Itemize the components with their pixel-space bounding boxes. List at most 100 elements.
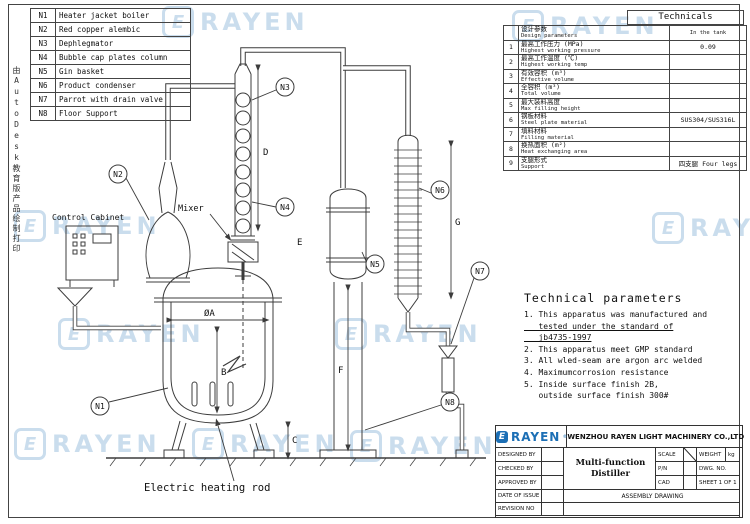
heater-jacket-boiler [154, 267, 282, 459]
dim-phi-a-label: ØA [204, 308, 215, 319]
weight-unit: kg [726, 448, 740, 462]
boiler-leg [171, 420, 187, 451]
technicals-header: 设计参数 Design parameters [518, 25, 670, 41]
part-id: N1 [30, 8, 56, 23]
revision-no-label: REVISION NO [496, 503, 542, 516]
dwg-no-label: DWG. NO. [697, 462, 740, 476]
revision-no-value [542, 503, 564, 516]
mixer-label: Mixer [178, 204, 204, 214]
note-line: 2. This apparatus meet GMP standard [524, 344, 693, 354]
ground-line [106, 457, 486, 467]
part-label: Floor Support [55, 106, 191, 121]
part-label: Red copper alembic [55, 22, 191, 37]
heating-rod [227, 381, 234, 407]
dim-d-label: D [263, 148, 268, 158]
product-title: Multi-function Distiller [564, 448, 656, 490]
cad-side-note: 由AutoDesk教育版产品绘制打印 [12, 66, 21, 254]
param-value [669, 68, 747, 84]
dim-e-label: E [297, 238, 302, 248]
param-value: 0.09 [669, 39, 747, 55]
param-value [669, 141, 747, 157]
part-id: N2 [30, 22, 56, 37]
blank-cell [564, 503, 740, 516]
part-id: N6 [30, 78, 56, 93]
heating-rod-leader [215, 418, 235, 482]
approved-by-value [542, 476, 564, 490]
technicals-header-right: In the tank [689, 29, 727, 36]
designed-by-value [542, 448, 564, 462]
product-condenser [394, 134, 422, 313]
dim-b-label: B [221, 368, 226, 378]
assembly-drawing: ØA B C F G D E Mixer Control Cabinet Ele… [52, 47, 490, 494]
part-id: N8 [30, 106, 56, 121]
note-line: tested under the standard of [524, 321, 674, 331]
date-of-issue-value [542, 490, 564, 503]
part-id: N5 [30, 64, 56, 79]
part-label: Dephlegmator [55, 36, 191, 51]
part-label: Bubble cap plates column [55, 50, 191, 65]
balloon-n1: N1 [95, 402, 105, 411]
sheet-border [8, 4, 740, 518]
param-value: 四支腿 Four legs [669, 155, 747, 171]
balloon-n3: N3 [280, 83, 290, 92]
part-label: Parrot with drain valve [55, 92, 191, 107]
control-cabinet [65, 225, 119, 287]
boiler-leg [249, 422, 265, 451]
assembly-drawing-label: ASSEMBLY DRAWING [564, 490, 740, 503]
sheet-label: SHEET 1 OF 1 [697, 476, 740, 490]
balloon-n5: N5 [370, 260, 380, 269]
part-label: Product condenser [55, 78, 191, 93]
balloon-n6: N6 [435, 186, 445, 195]
note-line: 4. Maximumcorrosion resistance [524, 367, 669, 377]
heating-rod [191, 381, 198, 407]
param-value [669, 97, 747, 113]
control-cabinet-label: Control Cabinet [52, 213, 124, 222]
parrot-drain [438, 345, 469, 459]
part-id: N3 [30, 36, 56, 51]
dim-f-label: F [338, 366, 343, 376]
table-row: 1 最高工作压力 (MPa)Highest working pressure 0… [503, 39, 747, 55]
scale-label: SCALE [656, 448, 684, 462]
part-id: N7 [30, 92, 56, 107]
mixer-motor [222, 241, 259, 374]
scale-value [684, 448, 697, 462]
mixer-leader [209, 213, 232, 241]
company-name: WENZHOU RAYEN LIGHT MACHINERY CO.,LTD [567, 432, 745, 441]
dimension-lines [166, 64, 454, 460]
checked-by-value [542, 462, 564, 476]
dim-g-label: G [455, 218, 460, 228]
note-line: 3. All wled-seam are argon arc welded [524, 356, 703, 366]
note-line: jb4735-1997 [524, 333, 592, 343]
note-line: 1. This apparatus was manufactured and [524, 310, 708, 319]
pn-value [684, 462, 697, 476]
part-label: Gin basket [55, 64, 191, 79]
note-line: 5. Inside surface finish 2B, [524, 379, 659, 389]
title-block: E RAYEN ® WENZHOU RAYEN LIGHT MACHINERY … [495, 425, 745, 518]
table-row: 3 有效容积 (m³)Effective volume [503, 68, 747, 84]
approved-by-label: APPROVED BY [496, 476, 542, 490]
gin-basket [326, 188, 370, 280]
balloon-n2: N2 [113, 170, 123, 179]
part-label: Heater jacket boiler [55, 8, 191, 23]
feed-funnel [56, 287, 94, 307]
param-value [669, 126, 747, 142]
table-row: 4 全容积 (m³)Total volume [503, 83, 747, 99]
technicals-table: 设计参数 Design parameters In the tank 1 最高工… [503, 25, 747, 171]
table-row: 设计参数 Design parameters In the tank [503, 25, 747, 41]
part-id: N4 [30, 50, 56, 65]
rayen-logo: E RAYEN ® [496, 426, 568, 447]
heating-rod [209, 381, 216, 407]
balloon-n4: N4 [280, 203, 290, 212]
note-line: outside surface finish 300# [524, 391, 669, 401]
